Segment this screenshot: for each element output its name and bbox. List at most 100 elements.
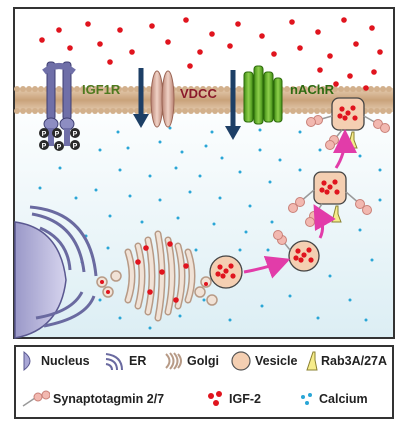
igf2-dot bbox=[377, 49, 383, 55]
calcium-dot bbox=[238, 170, 242, 174]
lipid-head bbox=[326, 86, 332, 92]
igf2-dot bbox=[56, 27, 62, 33]
synaptotagmin-c2-domain bbox=[295, 197, 305, 207]
igf2-dot bbox=[97, 41, 103, 47]
igf2-dot bbox=[197, 49, 203, 55]
vesicle-igf2-dot bbox=[334, 189, 340, 195]
igf2-dot bbox=[347, 73, 353, 79]
igf2-dot bbox=[187, 63, 193, 69]
igf2-dot bbox=[149, 23, 155, 29]
calcium-dot bbox=[370, 258, 374, 262]
lipid-head bbox=[20, 108, 26, 114]
lipid-head bbox=[224, 108, 230, 114]
lipid-head bbox=[302, 86, 308, 92]
synaptotagmin-c2-domain bbox=[288, 203, 298, 213]
calcium-dot bbox=[188, 190, 192, 194]
golgi-igf2-dot bbox=[147, 289, 153, 295]
calcium-dot bbox=[94, 188, 98, 192]
lipid-head bbox=[308, 108, 314, 114]
calcium-dot bbox=[118, 168, 122, 172]
lipid-head bbox=[122, 86, 128, 92]
calcium-dot bbox=[128, 194, 132, 198]
vesicle-igf2-dot bbox=[332, 179, 338, 185]
vesicles bbox=[209, 97, 365, 289]
lipid-head bbox=[104, 108, 110, 114]
calcium-dot bbox=[238, 248, 242, 252]
legend-golgi-label: Golgi bbox=[187, 354, 219, 368]
calcium-dot bbox=[358, 154, 362, 158]
golgi-igf2-dot bbox=[143, 245, 149, 251]
lipid-head bbox=[98, 108, 104, 114]
calcium-dot bbox=[378, 168, 382, 172]
calcium-dot bbox=[378, 198, 382, 202]
calcium-dot bbox=[58, 166, 62, 170]
lipid-head bbox=[290, 108, 296, 114]
legend-nucleus: Nucleus bbox=[22, 349, 90, 373]
synaptotagmin-c2-domain bbox=[380, 123, 390, 133]
vesicle-igf2-dot bbox=[230, 273, 236, 279]
lipid-head bbox=[284, 108, 290, 114]
golgi-bud bbox=[206, 294, 218, 306]
phospho-label: P bbox=[57, 144, 62, 151]
vesicle-igf2-dot bbox=[324, 189, 330, 195]
igf2-dot bbox=[371, 69, 377, 75]
lipid-head bbox=[374, 86, 380, 92]
lipid-head bbox=[236, 86, 242, 92]
vesicle-igf2-dot bbox=[319, 187, 325, 193]
calcium-dot bbox=[298, 130, 302, 134]
lipid-head bbox=[116, 108, 122, 114]
synaptotagmin-icon bbox=[22, 390, 50, 407]
lipid-head bbox=[176, 108, 182, 114]
lipid-head bbox=[356, 86, 362, 92]
lipid-head bbox=[32, 108, 38, 114]
legend-golgi: Golgi bbox=[162, 349, 219, 373]
lipid-head bbox=[314, 86, 320, 92]
lipid-head bbox=[38, 108, 44, 114]
endoplasmic-reticulum bbox=[29, 205, 98, 328]
golgi-lumen bbox=[136, 244, 144, 308]
lipid-head bbox=[56, 86, 62, 92]
synaptotagmin-c2-domain bbox=[305, 217, 315, 227]
lipid-head bbox=[218, 86, 224, 92]
lipid-head bbox=[386, 108, 392, 114]
igf2-dot bbox=[353, 41, 359, 47]
phospho-label: P bbox=[73, 131, 78, 138]
golgi-lumen bbox=[126, 250, 134, 302]
golgi-igf2-dot bbox=[173, 297, 179, 303]
lipid-head bbox=[302, 108, 308, 114]
vesicle-igf2-dot bbox=[345, 110, 351, 116]
lipid-head bbox=[296, 86, 302, 92]
vesicle-igf2-dot bbox=[306, 247, 312, 253]
legend-vesicle: Vesicle bbox=[230, 349, 297, 373]
lipid-head bbox=[146, 108, 152, 114]
calcium-dot bbox=[108, 214, 112, 218]
nachr-label: nAChR bbox=[290, 82, 335, 97]
lipid-head bbox=[290, 86, 296, 92]
calcium-dot bbox=[298, 168, 302, 172]
igf2-dot bbox=[235, 21, 241, 27]
golgi-bud bbox=[194, 286, 206, 298]
golgi-lumen bbox=[186, 250, 194, 302]
igf2-molecules bbox=[39, 17, 383, 91]
lipid-head bbox=[176, 86, 182, 92]
calcium-dot bbox=[270, 220, 274, 224]
lipid-head bbox=[86, 86, 92, 92]
lipid-head bbox=[26, 108, 32, 114]
igf2-dot bbox=[85, 21, 91, 27]
calcium-dot bbox=[318, 148, 322, 152]
legend: Nucleus ER Golgi Vesicle Rab3A/27A Synap… bbox=[14, 345, 394, 419]
golgi-igf2-dot bbox=[204, 282, 208, 286]
lipid-head bbox=[374, 108, 380, 114]
igf2-dot bbox=[165, 39, 171, 45]
vesicle-igf2-dot bbox=[339, 106, 345, 112]
calcium-dot bbox=[74, 196, 78, 200]
lipid-head bbox=[284, 86, 290, 92]
igf2-dot bbox=[317, 67, 323, 73]
calcium-dot bbox=[258, 128, 262, 132]
lipid-head bbox=[194, 86, 200, 92]
calcium-dot bbox=[316, 316, 320, 320]
lipid-head bbox=[236, 108, 242, 114]
phospho-label: P bbox=[73, 143, 78, 150]
lipid-head bbox=[98, 86, 104, 92]
lipid-head bbox=[350, 86, 356, 92]
